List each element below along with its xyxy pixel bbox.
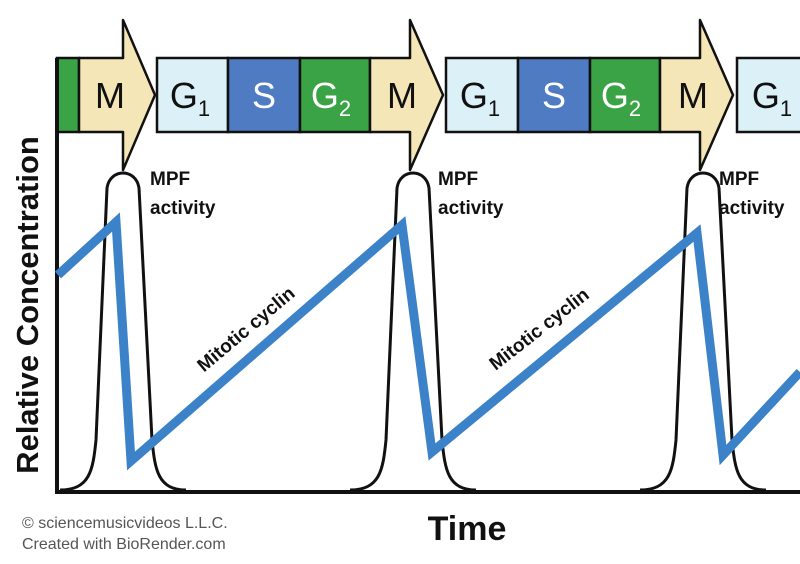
- mpf-label-1-line1: MPF: [150, 169, 190, 190]
- phase-s-label-1: S: [252, 75, 276, 116]
- mpf-label-3-line2: activity: [719, 198, 785, 219]
- phase-g2-box-1: [298, 56, 372, 134]
- phase-m-arrow-3: [658, 18, 735, 172]
- y-axis-title: Relative Concentration: [10, 136, 45, 474]
- axes: [55, 58, 800, 494]
- phase-g1-box-2: [444, 56, 520, 134]
- phase-m-label-1: M: [95, 75, 125, 116]
- phase-g1-label-3: G1: [752, 75, 792, 121]
- mitotic-cyclin-curve: [54, 212, 800, 471]
- phase-g2-leading: [55, 56, 81, 134]
- phase-g2-box-2: [588, 56, 662, 134]
- mpf-peak-1: [59, 171, 187, 492]
- phase-g2-label-2: G2: [601, 75, 641, 121]
- mpf-label-2-line1: MPF: [438, 169, 478, 190]
- phase-g1-box-3: [735, 56, 800, 134]
- phase-g1-label-1: G1: [170, 75, 210, 121]
- phase-g2-label-1: G2: [311, 75, 351, 121]
- phase-s-box-1: [226, 56, 302, 134]
- phase-g1-label-2: G1: [460, 75, 500, 121]
- phase-m-arrow-2: [368, 18, 445, 172]
- mpf-label-1-line2: activity: [150, 198, 216, 219]
- credit-line-2: Created with BioRender.com: [22, 536, 226, 553]
- mpf-labels: MPF activity MPF activity MPF activity: [150, 169, 785, 219]
- phase-m-arrow-1: [77, 18, 157, 172]
- x-axis-title: Time: [428, 510, 507, 548]
- mpf-peak-2: [349, 171, 477, 492]
- mpf-label-3-line1: MPF: [719, 169, 759, 190]
- credit-line-1: © sciencemusicvideos L.L.C.: [22, 515, 228, 532]
- mpf-label-2-line2: activity: [438, 198, 504, 219]
- mpf-peaks: [59, 171, 767, 492]
- phase-s-label-2: S: [542, 75, 566, 116]
- phase-m-label-2: M: [387, 75, 417, 116]
- phase-m-label-3: M: [678, 75, 708, 116]
- mpf-peak-3: [639, 171, 767, 492]
- phase-bar: M G1 S G2 M G1 S G2 M G1: [55, 18, 800, 172]
